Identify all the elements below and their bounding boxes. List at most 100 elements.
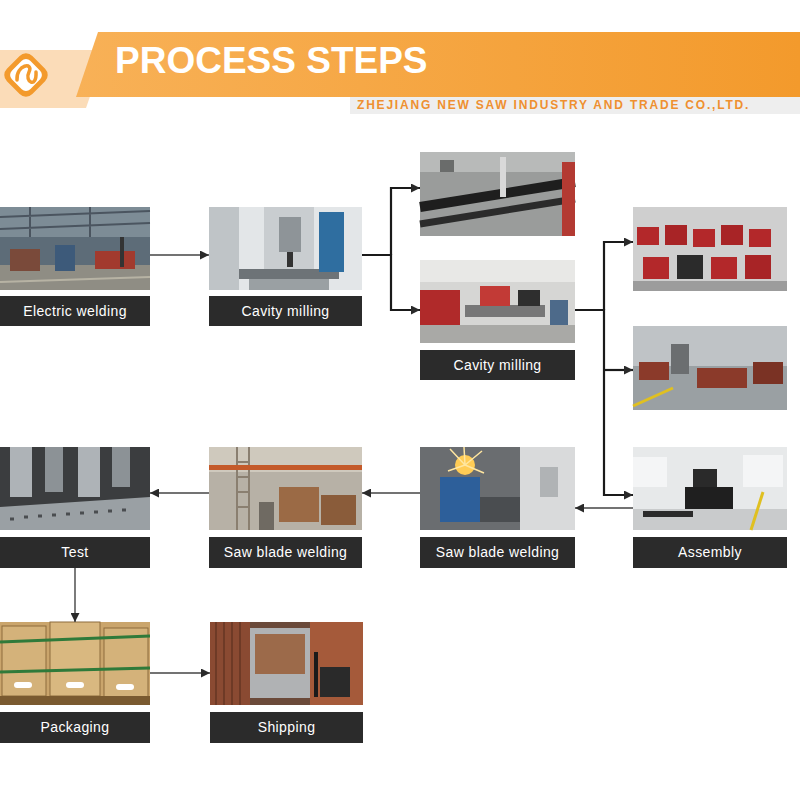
photo-test <box>112 447 130 487</box>
photo-cavity-milling <box>287 252 293 267</box>
branch-line <box>391 188 420 255</box>
photo-shipping <box>310 622 363 705</box>
photo-assembly-frames <box>633 388 673 406</box>
photo-test <box>45 447 63 492</box>
photo-assembly-frames <box>633 326 787 410</box>
photo-assembly-hall <box>633 509 787 530</box>
step-caption: Shipping <box>258 719 316 736</box>
photo-cavity-milling-line <box>420 260 575 282</box>
flow-arrow <box>150 672 210 673</box>
photo-cavity-milling <box>209 207 239 290</box>
photo-saw-blade-welding-workshop <box>237 447 249 530</box>
photo-electric-welding <box>120 237 124 267</box>
process-step: Saw blade welding <box>420 447 575 568</box>
photo-assembly-machines <box>637 227 659 245</box>
photo-saw-blade-welding <box>440 477 480 522</box>
photo-shipping <box>255 634 305 674</box>
caption-bar: Saw blade welding <box>209 537 362 568</box>
process-step: Assembly <box>633 207 787 568</box>
process-step: Shipping <box>210 622 363 743</box>
photo-saw-blade-welding-workshop <box>209 447 362 472</box>
caption-bar: Cavity milling <box>209 296 362 326</box>
photo-assembly-frames <box>697 368 747 388</box>
photo-shipping <box>250 628 310 698</box>
photo-shipping <box>216 622 240 705</box>
step-caption: Electric welding <box>23 303 127 320</box>
page-title: PROCESS STEPS <box>115 42 428 79</box>
flow-arrow <box>150 492 209 493</box>
photo-saw-blade-welding <box>448 447 484 473</box>
photo-electric-welding <box>0 207 150 290</box>
photo-assembly-hall <box>633 447 787 530</box>
photo-electric-welding <box>0 207 150 237</box>
photo-electric-welding <box>0 207 150 237</box>
step-caption: Cavity milling <box>453 357 541 374</box>
photo-shipping <box>320 667 350 697</box>
header-banner <box>350 97 800 114</box>
photo-electric-welding <box>10 249 40 271</box>
process-step: Cavity milling <box>209 207 362 326</box>
step-caption: Saw blade welding <box>436 544 560 561</box>
photo-assembly-machines <box>711 257 737 279</box>
photo-rails <box>420 152 575 236</box>
photo-test <box>78 447 100 497</box>
header-banner <box>76 32 800 97</box>
photo-assembly-machines <box>677 255 703 279</box>
step-caption: Packaging <box>41 719 110 736</box>
photo-shipping <box>210 622 363 705</box>
photo-rails <box>440 160 454 172</box>
photo-packaging <box>116 684 134 690</box>
photo-test <box>0 447 150 530</box>
photo-assembly-machines <box>721 225 743 245</box>
photo-cavity-milling <box>319 212 344 272</box>
photo-cavity-milling-line <box>420 260 575 343</box>
photo-saw-blade-welding <box>480 497 520 522</box>
photo-packaging <box>0 622 150 705</box>
photo-test <box>0 447 150 530</box>
photo-cavity-milling <box>209 207 362 290</box>
photo-cavity-milling-line <box>480 286 510 306</box>
photo-saw-blade-welding-workshop <box>321 495 356 525</box>
photo-assembly-machines <box>643 257 669 279</box>
photo-saw-blade-welding <box>520 447 575 530</box>
process-step: Saw blade welding <box>209 447 362 568</box>
step-caption: Assembly <box>678 544 742 561</box>
process-step: Cavity milling <box>420 152 575 380</box>
photo-electric-welding <box>0 277 150 282</box>
photo-assembly-machines <box>633 207 787 291</box>
photo-saw-blade-welding-workshop <box>279 487 319 522</box>
flow-arrow <box>74 568 75 622</box>
photo-electric-welding <box>95 251 135 269</box>
step-caption: Test <box>61 544 88 561</box>
photo-cavity-milling <box>249 279 329 290</box>
caption-bar: Saw blade welding <box>420 537 575 568</box>
photo-assembly-machines <box>633 281 787 291</box>
photo-test <box>0 497 150 530</box>
photo-rails <box>500 157 506 197</box>
photo-assembly-frames <box>753 362 783 384</box>
process-step: Packaging <box>0 622 150 743</box>
photo-packaging <box>0 636 150 672</box>
photo-shipping <box>210 622 363 705</box>
flow-arrow <box>575 310 633 495</box>
step-caption: Saw blade welding <box>224 544 348 561</box>
photo-packaging <box>50 622 100 696</box>
photo-packaging <box>0 696 150 705</box>
photo-saw-blade-welding <box>420 447 575 530</box>
company-logo <box>17 66 36 82</box>
caption-bar: Shipping <box>210 712 363 743</box>
photo-cavity-milling-line <box>420 260 575 343</box>
step-caption: Cavity milling <box>241 303 329 320</box>
photo-assembly-hall <box>743 455 783 487</box>
photo-assembly-hall <box>633 447 787 530</box>
photo-electric-welding <box>0 207 150 290</box>
photo-saw-blade-welding <box>540 467 558 497</box>
photo-assembly-hall <box>643 511 693 517</box>
photo-assembly-machines <box>665 225 687 245</box>
photo-assembly-hall <box>685 487 733 509</box>
photo-packaging <box>66 682 84 688</box>
caption-bar: Test <box>0 537 150 568</box>
